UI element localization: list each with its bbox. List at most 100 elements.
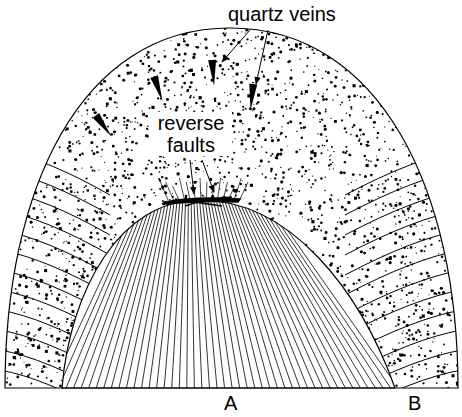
stipple-dot: [189, 96, 191, 98]
stipple-dot: [415, 145, 417, 147]
stipple-dot: [37, 73, 40, 76]
stipple-dot: [411, 74, 413, 76]
stipple-dot: [265, 151, 267, 153]
stipple-dot: [246, 262, 247, 263]
stipple-dot: [376, 228, 379, 231]
stipple-dot: [122, 193, 123, 194]
stipple-dot: [319, 119, 320, 120]
stipple-dot: [197, 371, 200, 374]
stipple-dot: [300, 122, 301, 123]
stipple-dot: [31, 281, 32, 282]
stipple-dot: [66, 64, 68, 66]
stipple-dot: [404, 373, 406, 375]
stipple-dot: [439, 131, 440, 132]
stipple-dot: [157, 345, 160, 348]
stipple-dot: [236, 176, 238, 178]
stipple-dot: [22, 119, 25, 122]
stipple-dot: [9, 363, 12, 366]
stipple-dot: [103, 196, 106, 199]
stipple-dot: [240, 45, 242, 47]
stipple-dot: [352, 126, 354, 128]
stipple-dot: [137, 122, 138, 123]
stipple-dot: [9, 105, 11, 107]
stipple-dot: [394, 204, 397, 207]
stipple-dot: [109, 97, 112, 100]
stipple-dot: [363, 38, 365, 40]
stipple-dot: [368, 160, 369, 161]
stipple-dot: [41, 368, 42, 369]
stipple-dot: [419, 94, 422, 97]
stipple-dot: [344, 127, 346, 129]
stipple-dot: [145, 30, 147, 32]
stipple-dot: [436, 261, 438, 263]
stipple-dot: [293, 190, 294, 191]
stipple-dot: [413, 70, 414, 71]
stipple-dot: [139, 307, 140, 308]
stipple-dot: [37, 375, 39, 377]
stipple-dot: [83, 71, 85, 73]
stipple-dot: [210, 290, 212, 292]
stipple-dot: [376, 155, 377, 156]
stipple-dot: [32, 226, 34, 228]
stipple-dot: [149, 107, 151, 109]
stipple-dot: [403, 321, 406, 324]
stipple-dot: [147, 79, 150, 82]
stipple-dot: [278, 213, 279, 214]
stipple-dot: [176, 106, 179, 109]
stipple-dot: [291, 339, 293, 341]
stipple-dot: [439, 240, 441, 242]
stipple-dot: [400, 126, 402, 128]
stipple-dot: [66, 296, 67, 297]
stipple-dot: [224, 160, 226, 162]
stipple-dot: [424, 246, 426, 248]
stipple-dot: [426, 40, 428, 42]
stipple-dot: [196, 181, 197, 182]
stipple-dot: [279, 153, 282, 156]
stipple-dot: [31, 33, 34, 36]
stipple-dot: [406, 332, 408, 334]
stipple-dot: [427, 311, 430, 314]
stipple-dot: [322, 98, 325, 101]
stipple-dot: [145, 339, 148, 342]
stipple-dot: [357, 322, 358, 323]
stipple-dot: [140, 60, 142, 62]
stipple-dot: [255, 37, 257, 39]
stipple-dot: [446, 161, 449, 164]
stipple-dot: [22, 307, 23, 308]
stipple-dot: [9, 263, 10, 264]
stipple-dot: [443, 366, 446, 369]
stipple-dot: [66, 336, 69, 339]
stipple-dot: [246, 38, 248, 40]
stipple-dot: [446, 164, 449, 167]
stipple-dot: [393, 149, 395, 151]
stipple-dot: [230, 252, 232, 254]
stipple-dot: [379, 59, 380, 60]
stipple-dot: [403, 354, 406, 357]
stipple-dot: [357, 194, 360, 197]
stipple-dot: [66, 321, 68, 323]
stipple-dot: [441, 255, 444, 258]
stipple-dot: [428, 294, 429, 295]
stipple-dot: [34, 48, 37, 51]
stipple-dot: [84, 102, 86, 104]
stipple-dot: [405, 119, 407, 121]
stipple-dot: [340, 171, 343, 174]
stipple-dot: [130, 159, 133, 162]
stipple-dot: [369, 95, 370, 96]
stipple-dot: [104, 58, 105, 59]
stipple-dot: [242, 109, 244, 111]
stipple-dot: [303, 126, 306, 129]
stipple-dot: [25, 301, 28, 304]
stipple-dot: [215, 97, 216, 98]
stipple-dot: [430, 289, 433, 292]
stipple-dot: [125, 212, 127, 214]
stipple-dot: [213, 158, 216, 161]
stipple-dot: [5, 49, 8, 52]
stipple-dot: [159, 188, 161, 190]
stipple-dot: [351, 264, 354, 267]
stipple-dot: [15, 187, 17, 189]
stipple-dot: [223, 176, 225, 178]
stipple-dot: [360, 282, 361, 283]
stipple-dot: [24, 199, 27, 202]
stipple-dot: [328, 164, 330, 166]
